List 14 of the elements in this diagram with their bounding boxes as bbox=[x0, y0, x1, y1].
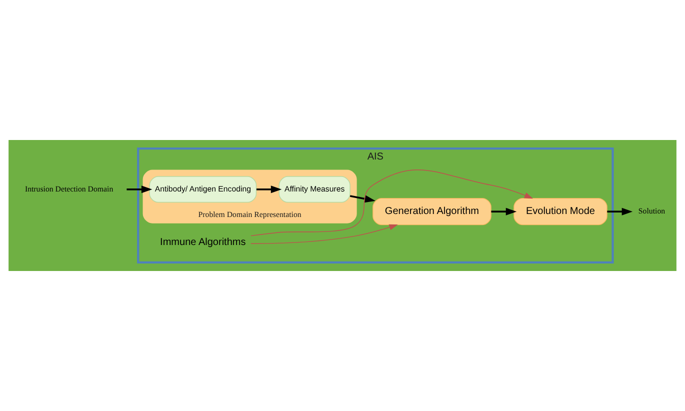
arrow bbox=[607, 208, 633, 216]
arrow bbox=[126, 186, 152, 194]
arrow bbox=[250, 224, 398, 244]
node-text: Intrusion Detection Domain bbox=[24, 184, 114, 194]
node-box: Antibody/ Antigen Encoding bbox=[149, 176, 257, 203]
node-box: Affinity Measures bbox=[278, 176, 350, 203]
node-box: Evolution Mode bbox=[514, 198, 608, 226]
arrow bbox=[250, 170, 534, 236]
node-text: Solution bbox=[638, 206, 666, 216]
node-text: Immune Algorithms bbox=[160, 237, 246, 248]
arrow bbox=[256, 186, 282, 194]
arrow bbox=[350, 195, 376, 203]
node-box: Generation Algorithm bbox=[372, 198, 492, 226]
arrow bbox=[491, 208, 517, 216]
